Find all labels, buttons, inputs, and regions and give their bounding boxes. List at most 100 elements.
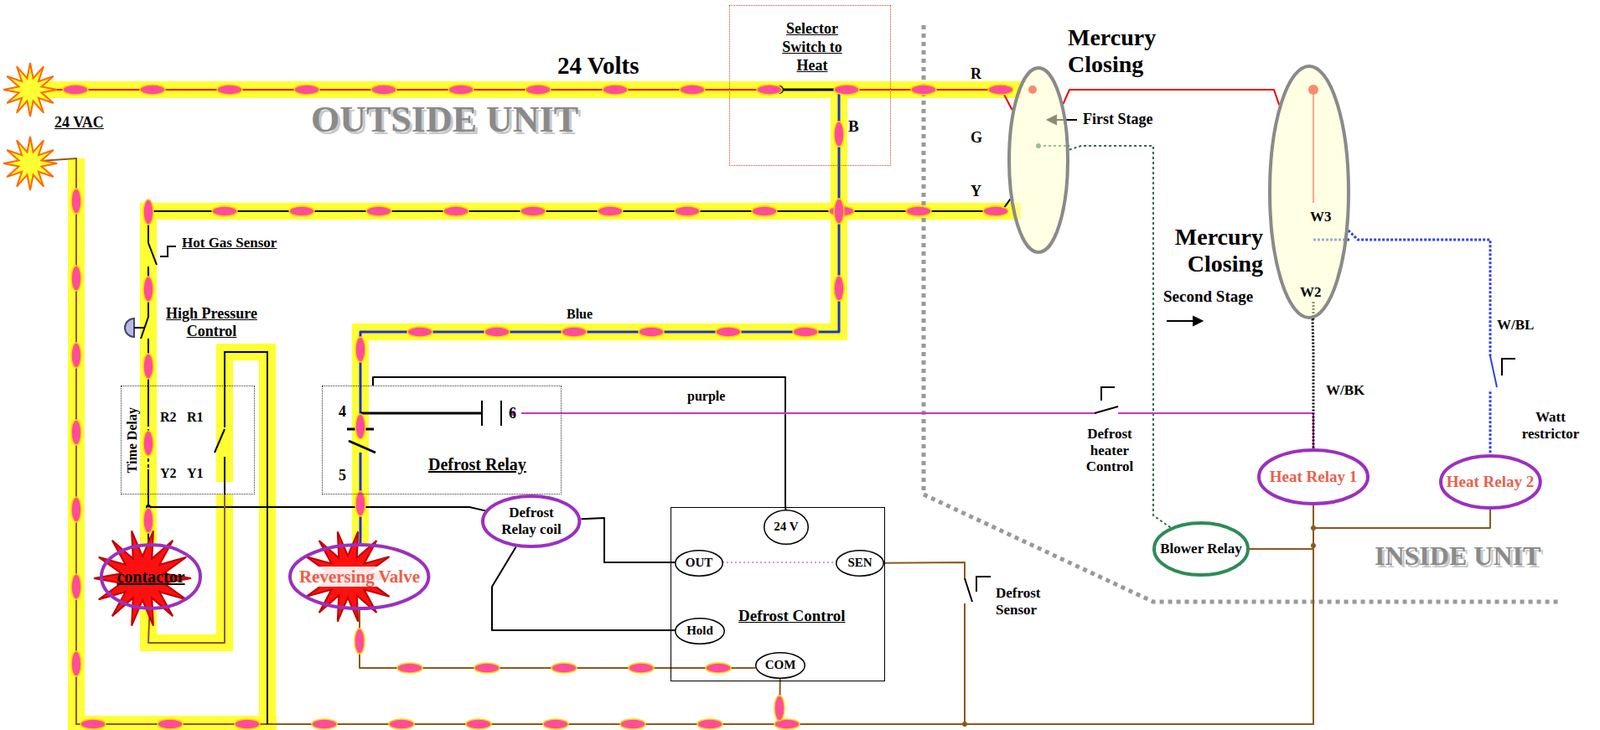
spark-starburst: [3, 62, 57, 117]
drawing-polyline: [160, 246, 177, 257]
current-flow-dot: [697, 719, 723, 730]
node-text: 6: [508, 404, 517, 423]
spark-starburst: [3, 136, 57, 191]
node-text: Mercury Closing: [1160, 223, 1264, 278]
wire-label: 24 Volts: [557, 51, 640, 80]
node-text: OUT: [685, 555, 714, 570]
current-flow-dot: [143, 353, 154, 379]
current-flow-dot: [906, 206, 932, 217]
ellipse-outline: [482, 496, 580, 547]
drawing-polyline: [224, 352, 268, 725]
node-text: R1: [186, 409, 204, 425]
wire-label: Defrost heater Control: [1072, 425, 1147, 476]
current-flow-dot: [443, 206, 469, 217]
current-flow-dot: [366, 206, 392, 217]
terminal-ellipse: 24 V: [763, 509, 809, 545]
current-flow-dot: [71, 419, 82, 446]
node-text: 4: [338, 403, 347, 421]
current-flow-dot: [289, 206, 315, 217]
node-text: Defrost Control: [738, 606, 846, 626]
drawing-line: [148, 243, 157, 265]
drawing-line: [500, 400, 503, 426]
drawing-polyline: [148, 211, 1021, 544]
wire-label: Watt restrictor: [1508, 409, 1593, 442]
wire-connector: [779, 505, 1314, 725]
wire-color-label: purple: [687, 388, 725, 404]
current-flow-dot: [71, 188, 82, 214]
drawing-line: [722, 561, 835, 564]
current-flow-dot: [355, 491, 366, 517]
wire-connector: [1313, 505, 1491, 529]
ellipse-outline: [1268, 64, 1351, 320]
current-flow-dot: [833, 198, 845, 224]
drawing-line: [481, 400, 483, 426]
drawing-polygon: [1193, 316, 1202, 326]
node-text: Y1: [186, 466, 204, 482]
contactor-ellipse: contactor: [99, 543, 202, 611]
current-flow-dot: [983, 206, 1009, 217]
node-text: Defrost Relay: [428, 455, 527, 475]
current-flow-dot: [911, 84, 937, 95]
current-flow-dot: [705, 662, 731, 674]
drawing-line: [1166, 320, 1196, 322]
current-flow-dot: [355, 336, 366, 363]
node-text: W3: [1310, 208, 1332, 226]
ellipse-outline: [1440, 455, 1541, 508]
current-flow-dot: [407, 326, 433, 337]
ellipse-outline: [1258, 450, 1368, 504]
current-flow-dot: [474, 662, 500, 674]
drawing-line: [521, 412, 562, 415]
drawing-line: [214, 429, 225, 453]
wire-connector: [580, 517, 675, 563]
current-flow-dot: [234, 719, 260, 730]
current-flow-dot: [561, 326, 587, 337]
current-flow-dot: [71, 342, 82, 368]
current-flow-dot: [212, 206, 238, 217]
wire-label: Defrost Sensor: [995, 585, 1063, 618]
current-flow-dot: [833, 275, 845, 301]
drawing-line: [134, 326, 145, 329]
watermark-label: INSIDE UNIT: [1374, 540, 1541, 572]
current-flow-dot: [311, 719, 337, 730]
ellipse-outline: [755, 652, 806, 679]
current-flow-dot: [620, 719, 646, 730]
node-text: Defrost Relay coil: [495, 504, 567, 538]
current-flow-dot: [371, 84, 397, 95]
wire-connector: [148, 494, 486, 511]
ellipse-outline: [675, 550, 724, 577]
ellipse-outline: [1009, 67, 1068, 253]
current-flow-dot: [484, 326, 510, 337]
drawing-line: [1490, 356, 1497, 388]
drawing-polyline: [30, 81, 1021, 99]
node-text: R2: [160, 409, 177, 425]
ellipse-outline: [101, 544, 201, 609]
drawing-line: [779, 88, 840, 92]
wire-label: W/BL: [1496, 316, 1534, 334]
wire-connector: [1063, 89, 1280, 105]
drawing-polyline: [1101, 387, 1115, 401]
terminal-ellipse: COM: [755, 652, 806, 679]
node-text: Mercury Closing: [1067, 24, 1194, 78]
wire-connector: [1312, 319, 1314, 450]
wire-label: G: [970, 129, 983, 147]
terminal-ellipse: Hold: [674, 617, 725, 645]
wire-label: R: [970, 65, 982, 83]
current-flow-dot: [602, 84, 628, 95]
node-text: Hold: [686, 623, 714, 638]
reversing-valve-ellipse: Reversing Valve: [288, 543, 430, 611]
current-flow-dot: [448, 84, 474, 95]
junction-dot: [145, 84, 1319, 727]
current-flow-dot: [217, 84, 243, 95]
terminal-ellipse: SEN: [835, 549, 885, 577]
current-flow-dot: [143, 430, 154, 456]
wire-connector: [1249, 505, 1314, 549]
drawing-polyline: [76, 158, 277, 725]
wire-label: High Pressure Control: [150, 305, 273, 340]
current-flow-dot: [355, 414, 366, 440]
current-flow-dot: [354, 628, 365, 654]
current-flow-dot: [715, 326, 741, 337]
watermark-label: OUTSIDE UNIT: [310, 98, 579, 142]
node-text: Selector Switch to Heat: [770, 19, 855, 75]
drawing-polyline: [1501, 358, 1516, 376]
current-flow-dot: [774, 695, 785, 721]
